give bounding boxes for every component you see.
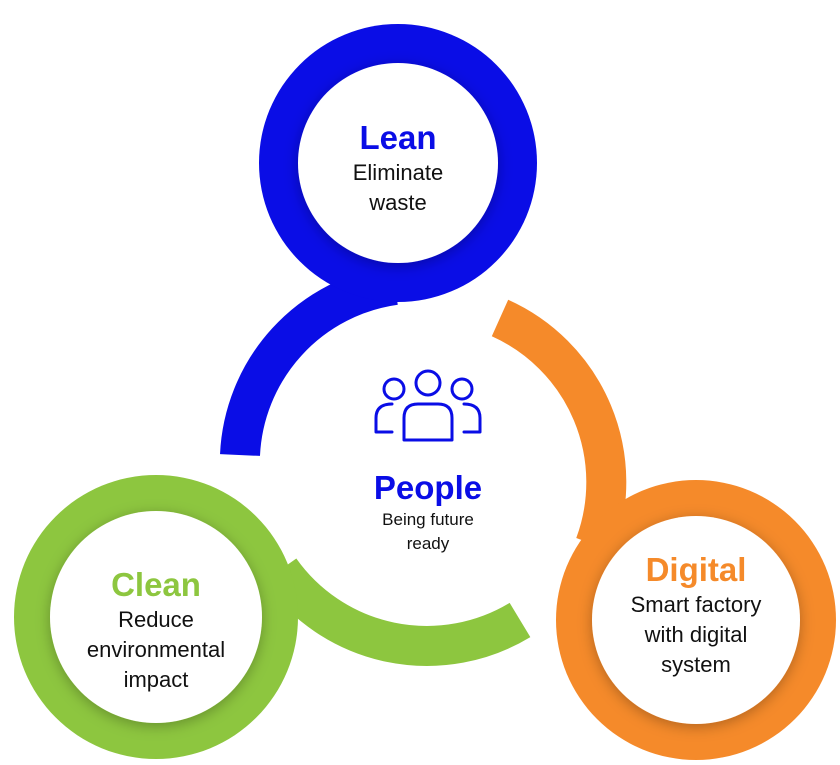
clean-desc-line1: Reduce: [118, 607, 194, 632]
lean-desc-line1: Eliminate: [352, 160, 444, 185]
clean-label-block: Clean Reduce environmental impact: [56, 565, 256, 695]
digital-label-block: Digital Smart factory with digital syste…: [606, 550, 786, 680]
people-desc-line2: ready: [406, 534, 450, 553]
people-group-icon: [374, 369, 482, 442]
lean-title: Lean: [359, 119, 437, 156]
digital-desc-line3: system: [661, 652, 731, 677]
clean-desc-line3: impact: [123, 667, 189, 692]
digital-desc-line1: Smart factory: [630, 592, 762, 617]
people-desc-line1: Being future: [382, 510, 474, 529]
digital-inner-circle: [592, 516, 800, 724]
lean-connector-arc: [220, 265, 399, 457]
people-label-block: People Being future ready: [348, 468, 508, 556]
lean-desc-line2: waste: [369, 190, 427, 215]
digital-connector-arc: [491, 299, 627, 552]
lean-inner-circle: [298, 63, 498, 263]
lean-label-block: Lean Eliminate waste: [318, 118, 478, 218]
digital-title: Digital: [645, 551, 747, 588]
clean-inner-circle: [50, 511, 262, 723]
clean-connector-arc: [263, 558, 531, 666]
digital-desc-line2: with digital: [644, 622, 748, 647]
clean-desc-line2: environmental: [86, 637, 226, 662]
clean-title: Clean: [111, 566, 201, 603]
people-title: People: [373, 469, 483, 506]
